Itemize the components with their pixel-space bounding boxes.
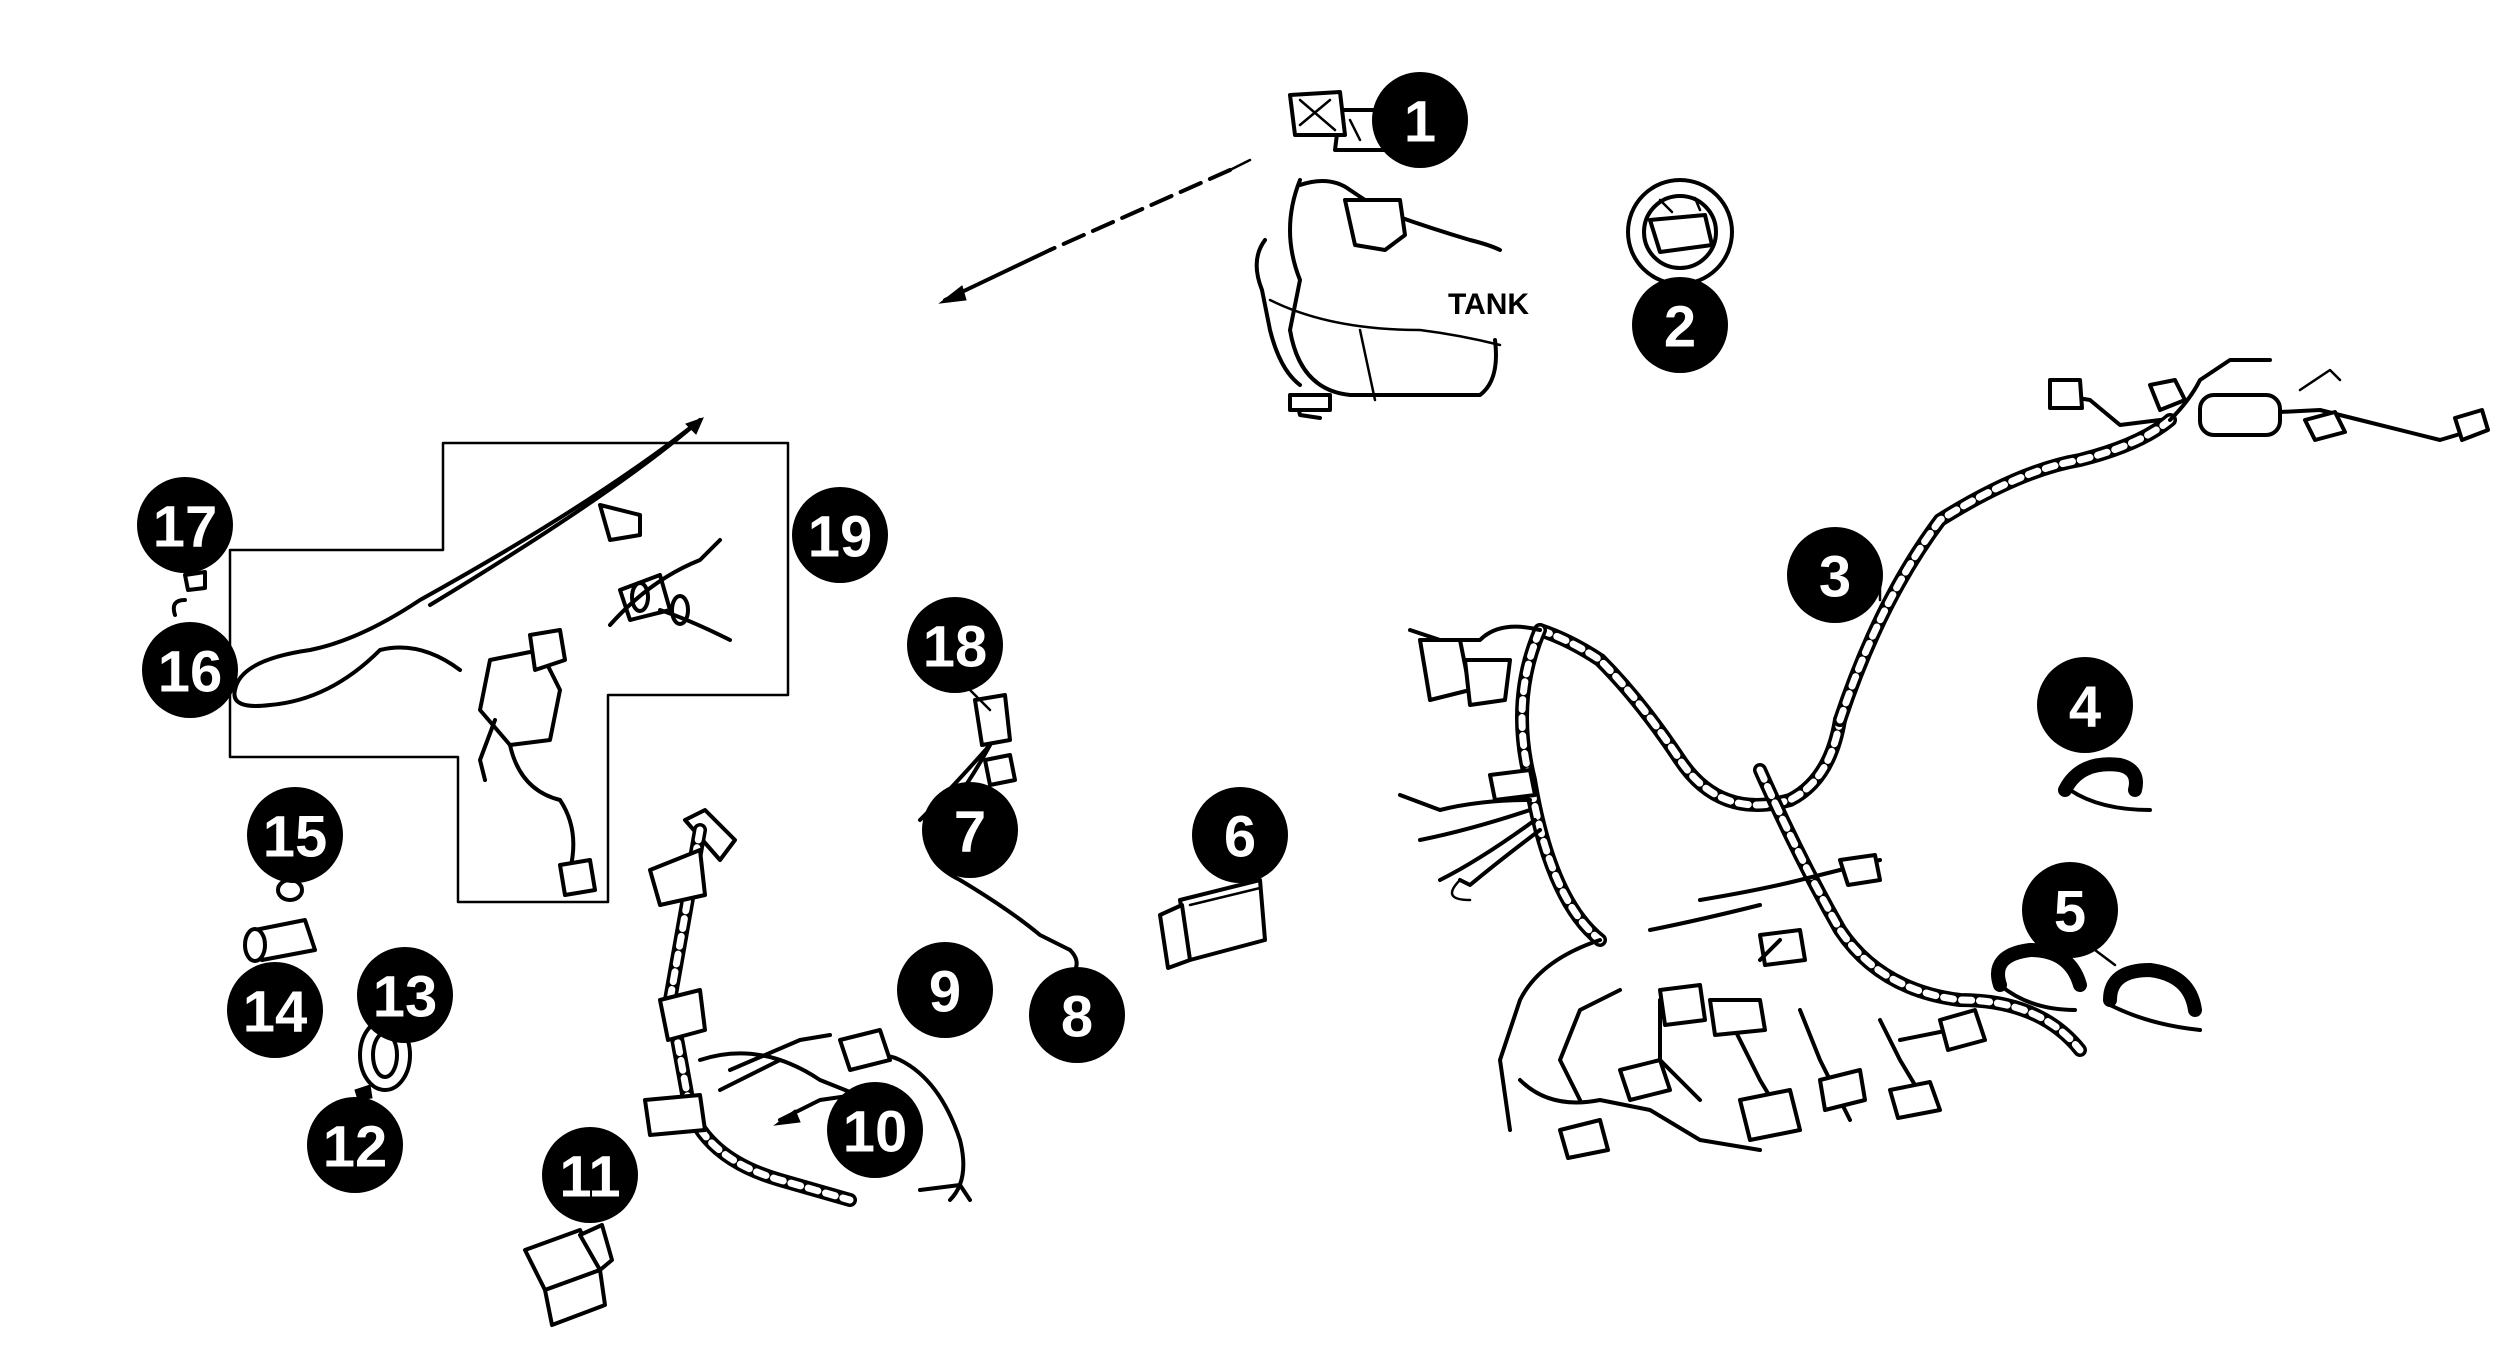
callout-circle (247, 787, 343, 883)
callout-number: 13 (373, 965, 438, 1030)
callout-number: 17 (153, 495, 218, 560)
callout-number: 1 (1404, 90, 1436, 155)
callout-circle (907, 597, 1003, 693)
callout-circle (1372, 72, 1468, 168)
callout-19: 19 (792, 487, 888, 583)
callout-16: 16 (142, 622, 238, 718)
callout-3: 3 (1787, 527, 1883, 623)
callout-7: 7 (922, 782, 1018, 878)
part-14-15-bulb-socket (243, 878, 317, 963)
callout-12: 12 (307, 1097, 403, 1193)
callout-number: 5 (2054, 880, 2086, 945)
callout-14: 14 (227, 962, 323, 1058)
callout-number: 9 (929, 960, 961, 1025)
callout-circle (1029, 967, 1125, 1063)
callout-circle (1192, 787, 1288, 883)
callout-circle (307, 1097, 403, 1193)
callout-number: 3 (1819, 545, 1851, 610)
callout-17: 17 (137, 477, 233, 573)
callout-circle (792, 487, 888, 583)
callout-circle (2022, 862, 2118, 958)
part-4-clip (2058, 757, 2152, 812)
callout-number: 19 (808, 505, 873, 570)
callout-11: 11 (542, 1127, 638, 1223)
part-2-grommet (1626, 178, 1734, 286)
callout-circle (897, 942, 993, 1038)
callout-number: 7 (954, 800, 986, 865)
callout-number: 15 (263, 805, 328, 870)
callout-circle (1632, 277, 1728, 373)
callout-number: 10 (843, 1100, 908, 1165)
part-11-connector-block (523, 1223, 614, 1327)
callout-10: 10 (827, 1082, 923, 1178)
callout-number: 16 (158, 640, 223, 705)
callout-circle (2037, 657, 2133, 753)
callout-8: 8 (1029, 967, 1125, 1063)
tank-label: TANK (1448, 288, 1529, 321)
callout-2: 2 (1632, 277, 1728, 373)
callout-circle (137, 477, 233, 573)
callout-circle (827, 1082, 923, 1178)
callout-circle (922, 782, 1018, 878)
callout-number: 12 (323, 1115, 388, 1180)
callout-18: 18 (907, 597, 1003, 693)
callout-9: 9 (897, 942, 993, 1038)
callout-number: 18 (923, 615, 988, 680)
callout-1: 1 (1372, 72, 1468, 168)
callout-13: 13 (357, 947, 453, 1043)
callout-6: 6 (1192, 787, 1288, 883)
part-19-switch-assembly (171, 417, 790, 904)
part-6-relay-module (1158, 878, 1267, 970)
callout-circle (357, 947, 453, 1043)
callout-number: 8 (1061, 985, 1093, 1050)
callout-number: 11 (559, 1145, 620, 1210)
callout-15: 15 (247, 787, 343, 883)
callout-number: 14 (243, 980, 308, 1045)
callout-number: 4 (2069, 675, 2101, 740)
part-3-main-wiring-harness (1398, 358, 2490, 1160)
callout-circle (542, 1127, 638, 1223)
callout-4: 4 (2037, 657, 2133, 753)
part-9-10-bracket-harness (643, 808, 972, 1207)
part-5-clip-pair (1991, 933, 2202, 1032)
callout-circle (1787, 527, 1883, 623)
callout-circle (227, 962, 323, 1058)
leader-lines (963, 578, 1882, 822)
callout-number: 2 (1664, 295, 1696, 360)
callout-5: 5 (2022, 862, 2118, 958)
callout-circle (142, 622, 238, 718)
callout-number: 6 (1224, 805, 1256, 870)
